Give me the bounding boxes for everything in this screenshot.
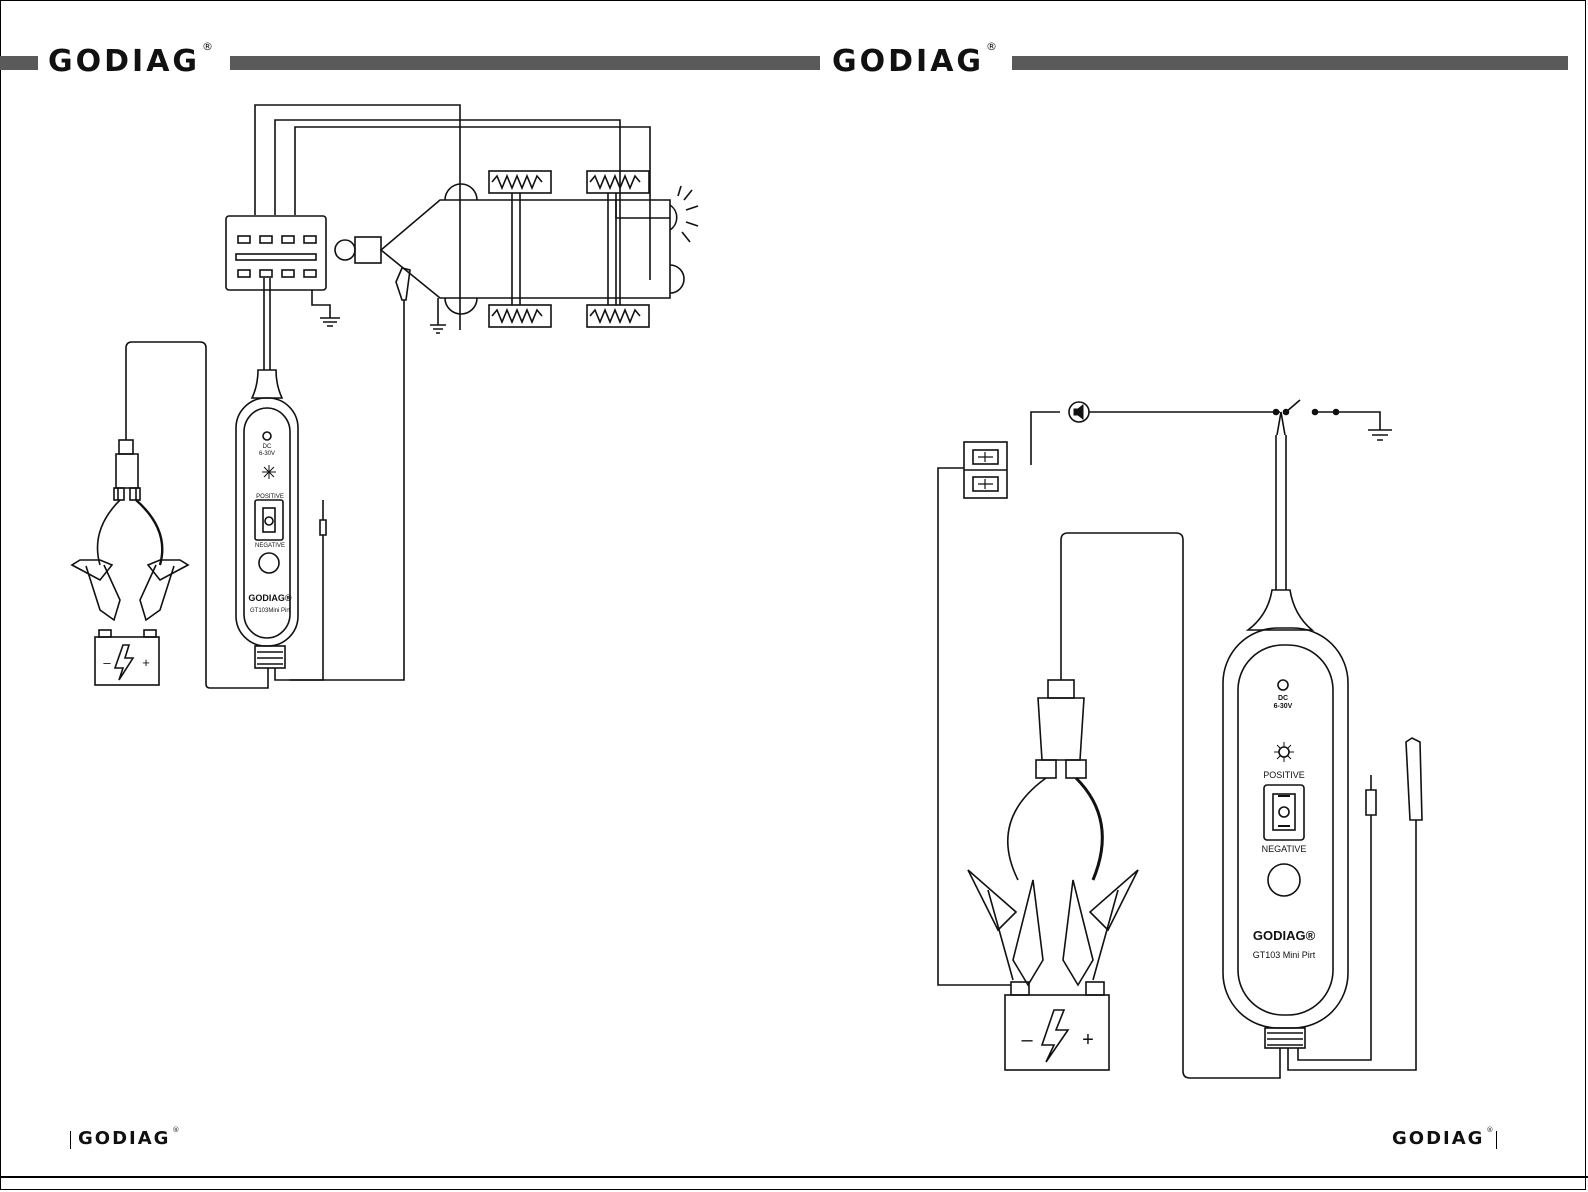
right-wiring-diagram: DC 6-30V POSITIVE NEGATIVE GODIAG® GT103… [828, 0, 1588, 1100]
footer-reg-mark: ® [172, 1126, 179, 1134]
left-dc-label: DC [263, 444, 272, 450]
bottom-rule [0, 1176, 1588, 1178]
switch-icon [1286, 400, 1300, 412]
footer-brand-text: GODIAG [78, 1128, 170, 1149]
footer-divider-left [70, 1131, 71, 1149]
left-voltage-label: 6-30V [259, 451, 275, 457]
connector-box [226, 216, 326, 290]
right-device-brand: GODIAG® [1253, 928, 1316, 943]
right-dc-label: DC [1278, 695, 1288, 702]
footer-divider-right [1496, 1131, 1497, 1149]
left-wiring-diagram: DC 6-30V POSITIVE NEGATIVE GODIAG® GT103… [0, 0, 820, 760]
footer-brand-text: GODIAG [1392, 1128, 1484, 1149]
right-positive-label: POSITIVE [1263, 770, 1305, 780]
right-negative-label: NEGATIVE [1262, 844, 1307, 854]
footer-brand-right: GODIAG® [1392, 1128, 1493, 1149]
footer-brand-left: GODIAG® [78, 1128, 179, 1149]
left-positive-label: POSITIVE [256, 494, 284, 500]
left-device-brand: GODIAG® [248, 593, 292, 603]
right-device-model: GT103 Mini Pirt [1253, 950, 1316, 960]
right-voltage-label: 6-30V [1274, 703, 1293, 710]
left-battery-plus: + [142, 655, 150, 670]
left-battery-minus: – [103, 655, 111, 670]
footer-reg-mark: ® [1486, 1126, 1493, 1134]
right-battery-plus: + [1082, 1029, 1094, 1051]
left-device-model: GT103Mini Pirt [250, 608, 290, 614]
right-device-body [1223, 628, 1348, 1028]
left-negative-label: NEGATIVE [255, 543, 285, 549]
right-battery-minus: – [1021, 1029, 1033, 1051]
